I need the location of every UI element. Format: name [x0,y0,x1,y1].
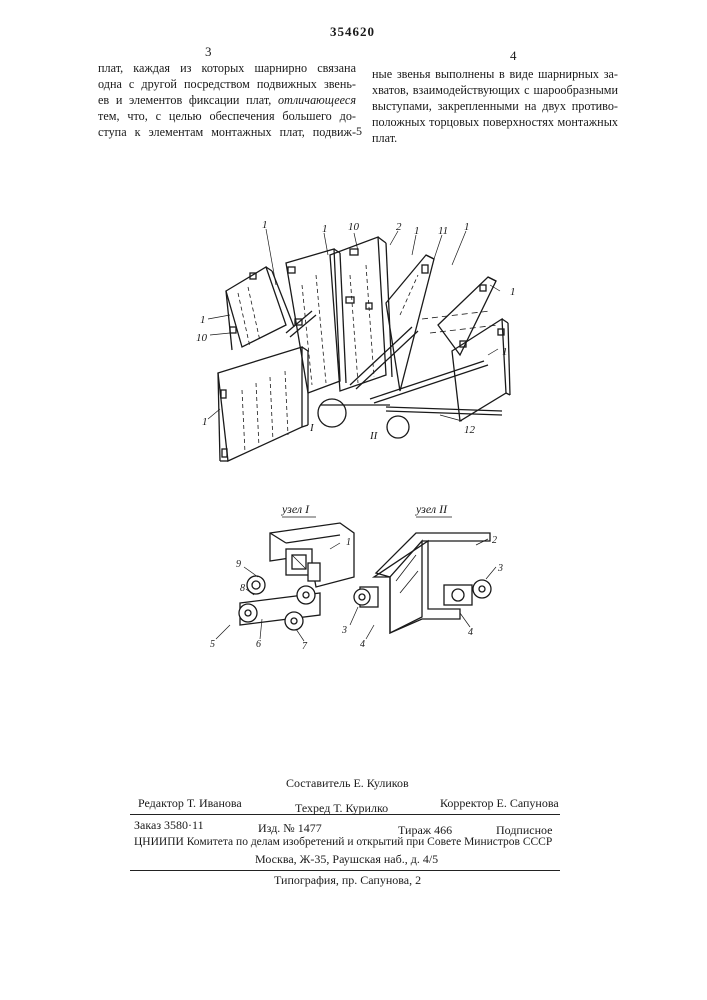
label-main-4: 1 [414,225,420,237]
right-text-column: ные звенья выполнены в виде шарнирных за… [372,66,618,146]
node-i-callout [318,399,346,427]
label-node2-4: 4 [468,627,473,638]
label-node1-2: 8 [240,583,245,594]
left-text-column: плат, каждая из которых шарнирно связана… [98,60,356,140]
plate-right-2 [422,277,496,355]
label-node2-3: 4 [360,639,365,650]
node-ii-callout [387,416,409,438]
left-line-1: плат, каждая из которых шарнирно связана [98,60,356,76]
claim-emphasis: отличающееся [278,93,356,107]
footer-order: Заказ 3580·11 [134,818,204,833]
label-main-8: 10 [196,332,208,344]
right-line-1: ные звенья выполнены в виде шарнирных за… [372,66,618,82]
right-line-5: плат. [372,130,618,146]
footer-corrector: Корректор Е. Сапунова [440,796,559,811]
label-node1-1: 9 [236,559,241,570]
footer-izd: Изд. № 1477 [258,821,322,836]
node-i-detail: узел I 1 9 8 5 6 7 [210,502,354,652]
footer-compiler: Составитель Е. Куликов [286,776,409,791]
label-main-9: 1 [202,416,208,428]
label-main-0: 1 [262,219,268,231]
label-node1-4: 6 [256,639,261,650]
label-main-2: 10 [348,221,360,233]
label-main-11: 1 [502,346,508,358]
column-number-right: 4 [510,48,517,64]
right-line-3: выступами, закрепленными на двух противо… [372,98,618,114]
label-node2-0: 2 [492,535,497,546]
label-node1-5: 7 [302,641,308,652]
label-main-14: 12 [464,424,476,436]
left-line-4: тем, что, с целью обеспечения большего д… [98,108,356,124]
node-ii-title: узел II [415,502,448,516]
footer-address: Москва, Ж-35, Раушская наб., д. 4/5 [255,852,438,867]
patent-number: 354620 [330,24,375,40]
label-main-3: 2 [396,221,402,233]
plate-back-left [226,267,294,350]
right-line-2: хватов, взаимодействующих с шарообразным… [372,82,618,98]
label-node2-2: 3 [341,625,347,636]
label-main-6: 1 [464,221,470,233]
line-number-marker: 5 [356,124,362,139]
label-main-10: 1 [510,286,516,298]
node-ii-detail: узел II 2 3 3 4 4 [341,502,503,650]
label-node1-0: 1 [346,537,351,548]
technical-drawing: 1 1 10 2 1 11 1 1 10 1 1 1 I II 12 узел … [190,215,550,665]
plate-front-left [218,347,308,461]
column-number-left: 3 [205,44,212,60]
left-line-3-text: ев и элементов фиксации плат, [98,93,278,107]
footer-editor: Редактор Т. Иванова [138,796,242,811]
label-node1-3: 5 [210,639,215,650]
label-node2-1: 3 [497,563,503,574]
node-i-title: узел I [281,502,310,516]
footer-divider-top [130,814,560,815]
footer-divider-bottom [130,870,560,871]
link-rods [286,311,502,415]
left-line-5: ступа к элементам монтажных плат, подвиж… [98,124,356,140]
label-main-13: II [369,430,379,442]
label-main-12: I [309,422,315,434]
label-main-1: 1 [322,223,328,235]
plate-right-1 [386,255,434,391]
label-main-7: 1 [200,314,206,326]
footer-printing: Типография, пр. Сапунова, 2 [274,873,421,888]
left-line-3: ев и элементов фиксации плат, отличающее… [98,92,356,108]
label-main-5: 11 [438,225,448,237]
left-line-2: одна с другой посредством подвижных звен… [98,76,356,92]
footer-organization: ЦНИИПИ Комитета по делам изобретений и о… [134,836,552,848]
right-line-4: положных торцовых поверхностях монтажных [372,114,618,130]
